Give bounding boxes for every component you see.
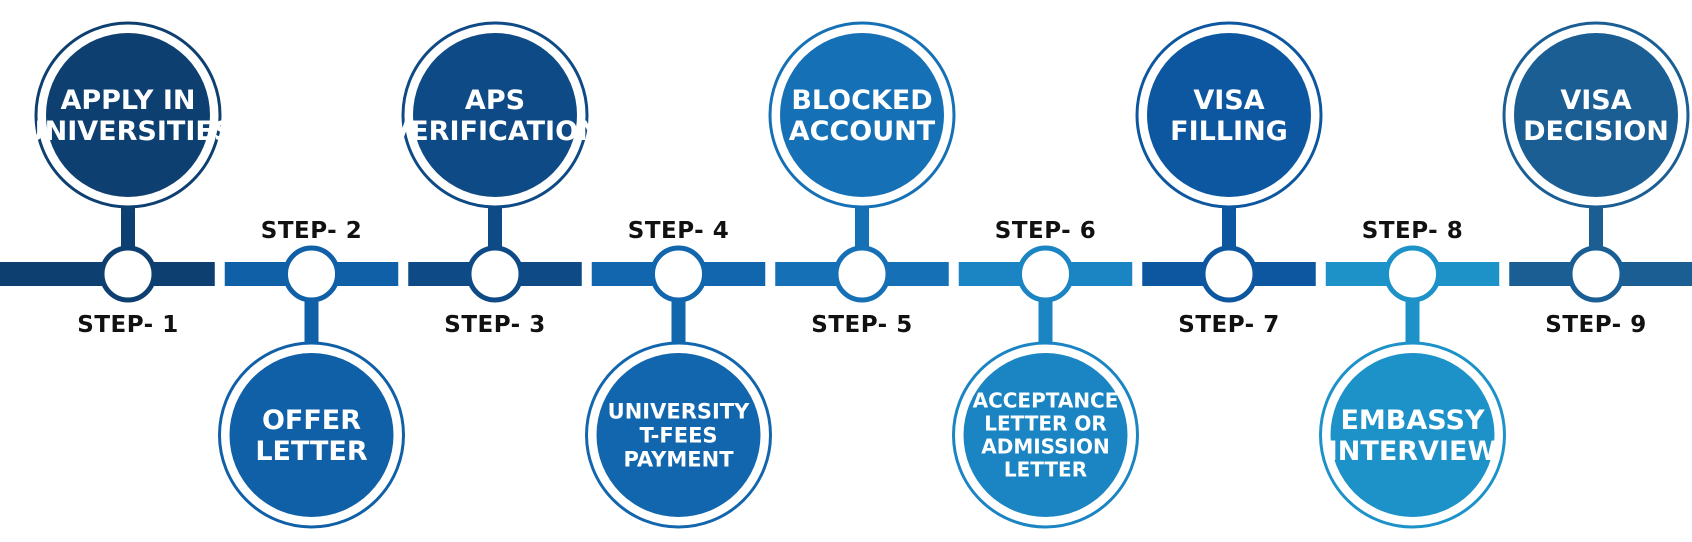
timeline-nodes xyxy=(99,245,1625,303)
step-label-4: STEP- 4 xyxy=(628,218,729,244)
step-1-title-line: UNIVERSITIES xyxy=(23,116,234,147)
step-5-title-line: BLOCKED xyxy=(791,85,932,116)
step-6-title-line: ACCEPTANCE xyxy=(973,389,1119,413)
step-2-title-line: OFFER xyxy=(262,405,361,436)
step-6-title-line: LETTER OR xyxy=(984,412,1107,436)
step-label-6: STEP- 6 xyxy=(995,218,1096,244)
step-label-3: STEP- 3 xyxy=(444,312,545,338)
timeline-node-5 xyxy=(833,245,891,303)
step-circle-3 xyxy=(413,33,577,197)
step-9-title-line: DECISION xyxy=(1523,116,1669,147)
step-1-title-line: APPLY IN xyxy=(60,85,195,116)
timeline-node-2 xyxy=(283,245,340,303)
step-labels: STEP- 1 STEP- 2 STEP- 3 STEP- 4 STEP- 5 STEP-… xyxy=(77,218,1646,338)
step-label-2: STEP- 2 xyxy=(261,218,362,244)
step-8-title-line: INTERVIEW xyxy=(1328,436,1497,467)
step-circle-5 xyxy=(780,33,944,197)
step-4-title-line: UNIVERSITY xyxy=(608,399,750,423)
step-circle-9 xyxy=(1514,33,1678,197)
step-circle-1 xyxy=(46,33,210,197)
step-label-7: STEP- 7 xyxy=(1178,312,1279,338)
step-label-5: STEP- 5 xyxy=(811,312,912,338)
step-circles: APPLY INUNIVERSITIESOFFERLETTERAPSVERIFI… xyxy=(23,21,1690,529)
step-7-title-line: VISA xyxy=(1193,85,1264,116)
timeline-node-1 xyxy=(99,245,157,303)
step-6-title-line: ADMISSION xyxy=(981,435,1110,459)
timeline-node-3 xyxy=(466,245,524,303)
step-circle-2 xyxy=(229,353,394,517)
step-circle-7 xyxy=(1147,33,1311,197)
step-circle-8 xyxy=(1330,353,1495,517)
step-label-8: STEP- 8 xyxy=(1362,218,1463,244)
step-label-9: STEP- 9 xyxy=(1545,312,1646,338)
step-circle-6 xyxy=(963,353,1128,517)
step-4-title-line: T-FEES xyxy=(639,424,717,448)
step-label-1: STEP- 1 xyxy=(77,312,178,338)
timeline-node-6 xyxy=(1017,245,1074,303)
step-9-title-line: VISA xyxy=(1560,85,1631,116)
timeline-node-9 xyxy=(1567,245,1625,303)
step-6-title-line: LETTER xyxy=(1004,458,1087,482)
timeline-node-8 xyxy=(1384,245,1441,303)
step-2-title-line: LETTER xyxy=(255,436,368,467)
step-8-title-line: EMBASSY xyxy=(1340,405,1484,436)
step-7-title-line: FILLING xyxy=(1170,116,1288,147)
step-3-title-line: APS xyxy=(465,85,525,116)
timeline-node-7 xyxy=(1200,245,1258,303)
step-4-title-line: PAYMENT xyxy=(623,448,734,472)
step-3-title-line: VERIFICATION xyxy=(389,116,600,147)
step-circle-4 xyxy=(596,353,761,517)
step-5-title-line: ACCOUNT xyxy=(789,116,936,147)
timeline-node-4 xyxy=(650,245,707,303)
